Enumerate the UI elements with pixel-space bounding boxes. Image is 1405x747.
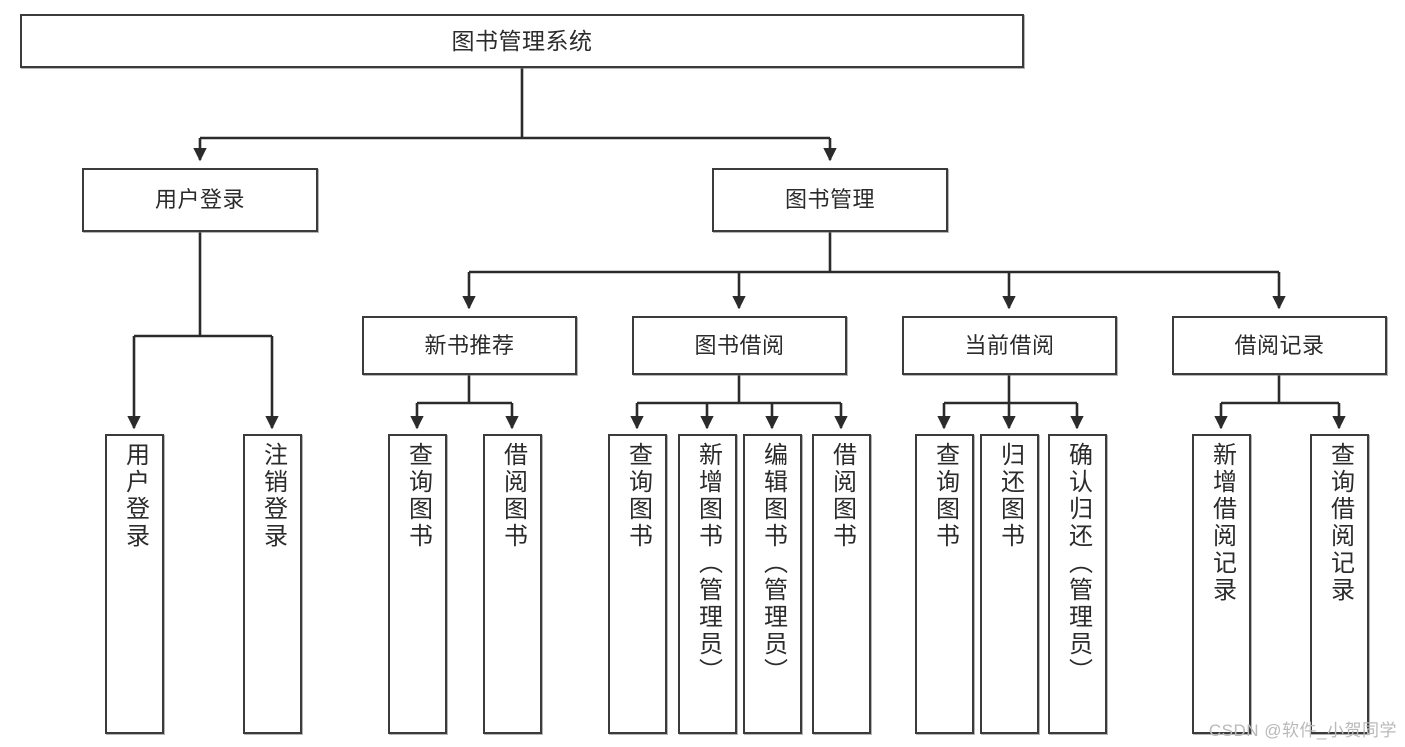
leaf-query-books-current-label: 查询图书 bbox=[931, 442, 959, 550]
node-book-borrow[interactable]: 图书借阅 bbox=[632, 316, 847, 375]
node-user-login-label: 用户登录 bbox=[154, 187, 245, 213]
leaf-add-borrow-record[interactable]: 新增借阅记录 bbox=[1192, 434, 1251, 734]
leaf-borrow-books-borrow[interactable]: 借阅图书 bbox=[812, 434, 871, 734]
leaf-query-books-newbook[interactable]: 查询图书 bbox=[388, 434, 447, 734]
leaf-borrow-books-newbook[interactable]: 借阅图书 bbox=[483, 434, 542, 734]
leaf-query-books-newbook-label: 查询图书 bbox=[404, 442, 432, 550]
leaf-return-books[interactable]: 归还图书 bbox=[980, 434, 1039, 734]
node-root-label: 图书管理系统 bbox=[451, 27, 593, 54]
leaf-user-login-label: 用户登录 bbox=[121, 442, 149, 550]
leaf-query-books-current[interactable]: 查询图书 bbox=[915, 434, 974, 734]
leaf-return-books-label: 归还图书 bbox=[996, 442, 1024, 550]
leaf-confirm-return-admin-label: 确认归还（管理员） bbox=[1064, 442, 1092, 685]
leaf-edit-book-admin[interactable]: 编辑图书（管理员） bbox=[743, 434, 802, 734]
csdn-watermark: CSDN @软件_小贺同学 bbox=[1208, 721, 1397, 740]
node-book-management[interactable]: 图书管理 bbox=[712, 168, 948, 232]
node-new-book-recommend[interactable]: 新书推荐 bbox=[362, 316, 577, 375]
leaf-logout[interactable]: 注销登录 bbox=[243, 434, 302, 734]
node-root[interactable]: 图书管理系统 bbox=[20, 14, 1024, 68]
leaf-confirm-return-admin[interactable]: 确认归还（管理员） bbox=[1048, 434, 1107, 734]
leaf-query-books-borrow[interactable]: 查询图书 bbox=[608, 434, 667, 734]
leaf-add-book-admin[interactable]: 新增图书（管理员） bbox=[678, 434, 737, 734]
leaf-query-borrow-record[interactable]: 查询借阅记录 bbox=[1310, 434, 1369, 734]
leaf-query-borrow-record-label: 查询借阅记录 bbox=[1326, 442, 1354, 604]
node-book-borrow-label: 图书借阅 bbox=[694, 332, 785, 358]
node-user-login[interactable]: 用户登录 bbox=[82, 168, 318, 232]
node-borrow-records[interactable]: 借阅记录 bbox=[1172, 316, 1387, 375]
leaf-add-book-admin-label: 新增图书（管理员） bbox=[694, 442, 722, 685]
leaf-edit-book-admin-label: 编辑图书（管理员） bbox=[759, 442, 787, 685]
node-new-book-recommend-label: 新书推荐 bbox=[424, 332, 515, 358]
node-current-borrow-label: 当前借阅 bbox=[964, 332, 1055, 358]
leaf-user-login[interactable]: 用户登录 bbox=[105, 434, 164, 734]
node-borrow-records-label: 借阅记录 bbox=[1234, 332, 1325, 358]
leaf-borrow-books-newbook-label: 借阅图书 bbox=[499, 442, 527, 550]
leaf-add-borrow-record-label: 新增借阅记录 bbox=[1208, 442, 1236, 604]
node-book-management-label: 图书管理 bbox=[784, 187, 875, 213]
leaf-query-books-borrow-label: 查询图书 bbox=[624, 442, 652, 550]
leaf-borrow-books-borrow-label: 借阅图书 bbox=[828, 442, 856, 550]
node-current-borrow[interactable]: 当前借阅 bbox=[902, 316, 1117, 375]
leaf-logout-label: 注销登录 bbox=[259, 442, 287, 550]
